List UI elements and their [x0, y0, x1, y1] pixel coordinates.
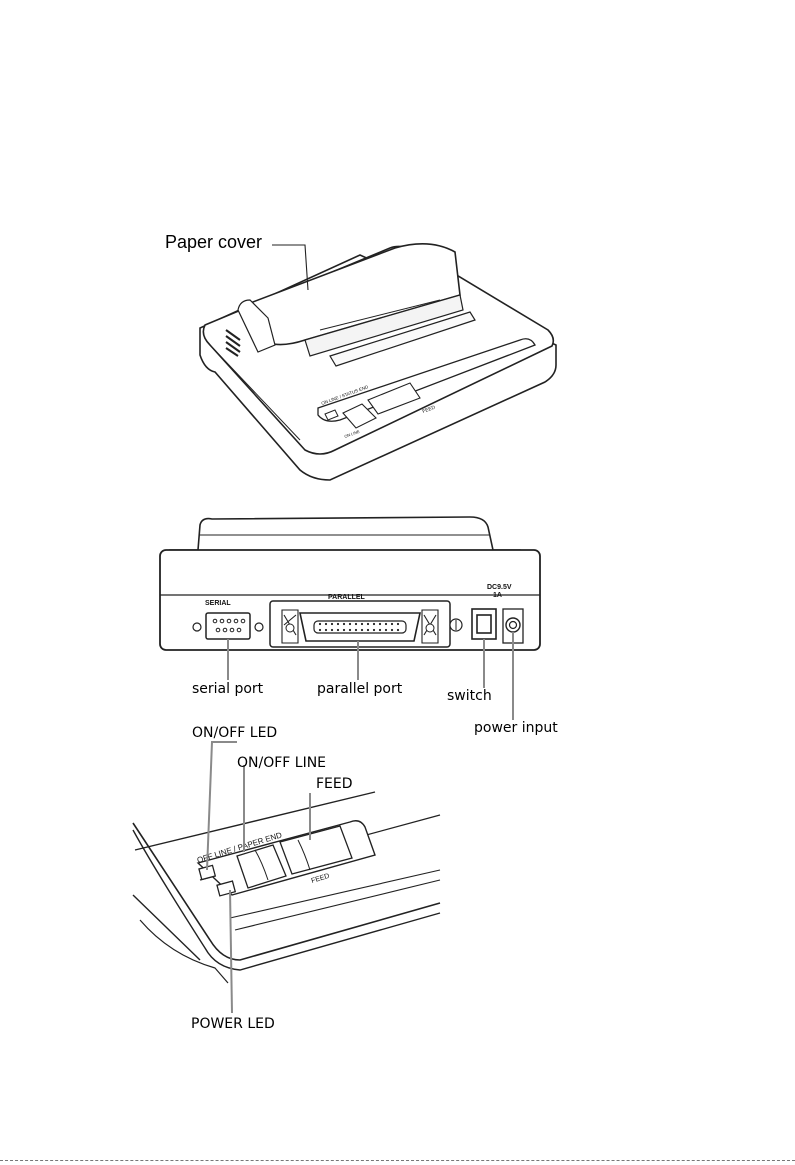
onoff-line-callout: ON/OFF LINE	[237, 755, 326, 771]
paper-cover-callout: Paper cover	[165, 232, 262, 253]
power-amp-label: 1A	[493, 592, 502, 599]
parallel-label: PARALLEL	[328, 594, 366, 601]
page-edge-rule	[0, 1160, 795, 1161]
power-switch	[472, 609, 496, 639]
serial-port-callout: serial port	[192, 681, 263, 697]
switch-callout: switch	[447, 688, 492, 704]
feed-callout: FEED	[316, 776, 353, 792]
control-panel-closeup: OFF LINE / PAPER END FEED ON/OFF LED ON/…	[0, 720, 795, 1160]
printer-front-view: ON LINE / STATUS END ON LINE FEED Paper …	[0, 0, 795, 505]
printer-rear-illustration: SERIAL PARALLEL DC9.5V 1A	[0, 505, 795, 740]
parallel-port-callout: parallel port	[317, 681, 402, 697]
parallel-port-connector	[270, 601, 450, 647]
printer-rear-view: SERIAL PARALLEL DC9.5V 1A	[0, 505, 795, 740]
control-panel-illustration: OFF LINE / PAPER END FEED	[0, 720, 795, 1160]
power-led-callout: POWER LED	[191, 1016, 275, 1032]
feed-button	[280, 826, 352, 874]
onoff-led-callout: ON/OFF LED	[192, 725, 277, 741]
device-label-feed-close: FEED	[311, 873, 331, 885]
serial-label: SERIAL	[205, 600, 231, 607]
power-rating-label: DC9.5V	[487, 584, 512, 591]
printer-front-illustration: ON LINE / STATUS END ON LINE FEED	[0, 0, 795, 505]
